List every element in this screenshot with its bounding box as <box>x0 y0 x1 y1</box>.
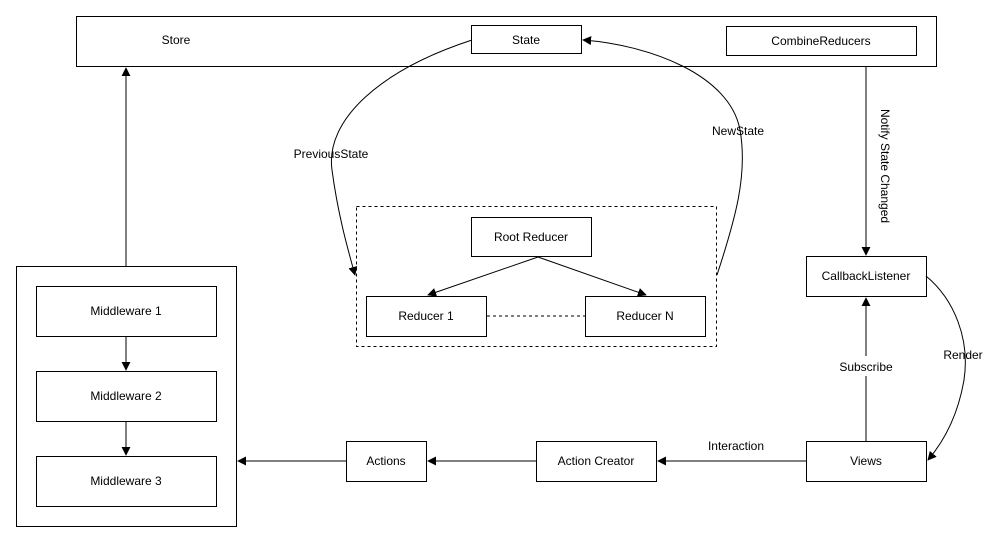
edge-previous-state <box>330 39 473 276</box>
action-creator-node[interactable]: Action Creator <box>536 441 657 482</box>
edge-new-state <box>582 36 743 276</box>
views-node[interactable]: Views <box>806 441 927 482</box>
middleware-2-label: Middleware 2 <box>90 389 162 403</box>
actions-node[interactable]: Actions <box>346 441 427 482</box>
combine-reducers-label: CombineReducers <box>771 34 870 48</box>
middleware-3-label: Middleware 3 <box>90 474 162 488</box>
previous-state-label: PreviousState <box>294 147 369 161</box>
store-label: Store <box>162 33 191 47</box>
callback-listener-label: CallbackListener <box>822 269 911 283</box>
combine-reducers-node[interactable]: CombineReducers <box>726 26 917 56</box>
reducer-n-node[interactable]: Reducer N <box>585 296 706 337</box>
views-label: Views <box>850 454 882 468</box>
edge-root-to-reducer-n <box>537 256 647 297</box>
edge-render <box>925 275 966 461</box>
middleware-2-node[interactable]: Middleware 2 <box>36 371 217 422</box>
edge-root-to-reducer-1 <box>427 256 539 297</box>
root-reducer-label: Root Reducer <box>494 230 568 244</box>
state-label: State <box>512 33 540 47</box>
notify-state-changed-label: Notify State Changed <box>878 109 892 223</box>
callback-listener-node[interactable]: CallbackListener <box>806 256 927 297</box>
interaction-label: Interaction <box>708 439 764 453</box>
reducer-n-label: Reducer N <box>616 309 673 323</box>
render-label: Render <box>943 348 982 362</box>
reducer-1-label: Reducer 1 <box>398 309 454 323</box>
reducer-1-node[interactable]: Reducer 1 <box>366 296 487 337</box>
middleware-3-node[interactable]: Middleware 3 <box>36 456 217 507</box>
new-state-label: NewState <box>712 124 764 138</box>
subscribe-label: Subscribe <box>839 360 893 374</box>
middleware-1-node[interactable]: Middleware 1 <box>36 286 217 337</box>
action-creator-label: Action Creator <box>558 454 635 468</box>
actions-label: Actions <box>366 454 405 468</box>
middleware-1-label: Middleware 1 <box>90 304 162 318</box>
state-node[interactable]: State <box>471 25 582 54</box>
root-reducer-node[interactable]: Root Reducer <box>471 217 592 257</box>
subscribe-label-bg <box>834 356 898 376</box>
